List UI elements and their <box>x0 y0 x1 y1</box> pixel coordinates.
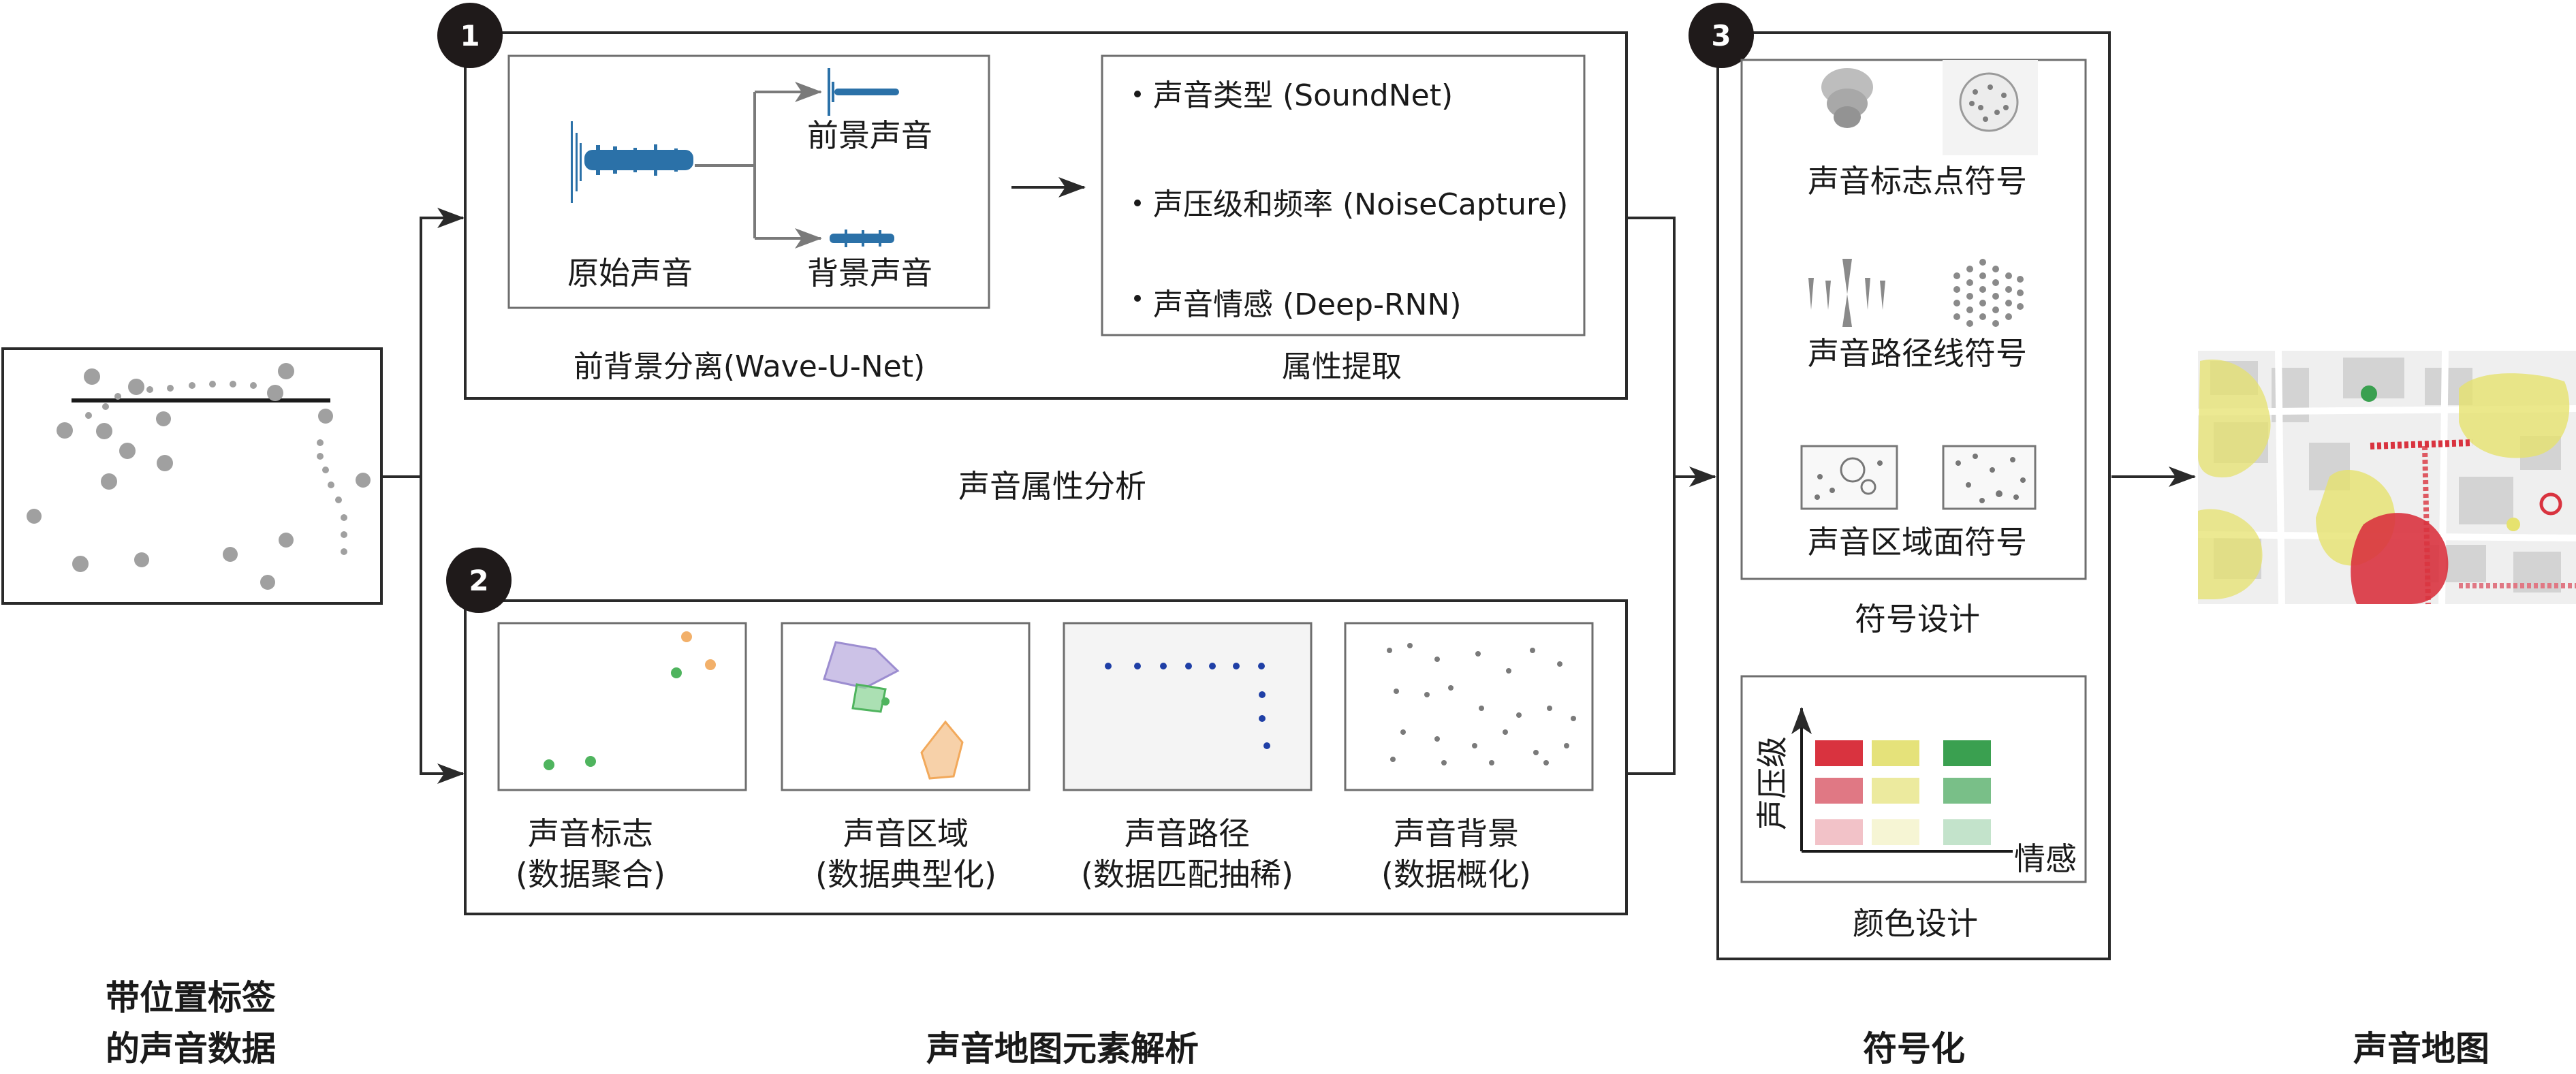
color-swatch-grid <box>1815 740 1991 845</box>
attribute-item-2: 声压级和频率 (NoiseCapture) <box>1153 187 1568 222</box>
input-data-box <box>1 347 383 605</box>
color-swatch <box>1943 778 1991 804</box>
landmark-thumbnail <box>497 622 747 791</box>
separation-caption: 前背景分离(Wave-U-Net) <box>574 349 925 384</box>
color-swatch <box>1872 740 1919 766</box>
element-title-4: 声音背景 <box>1394 815 1519 852</box>
attribute-caption: 属性提取 <box>1282 349 1402 384</box>
symbol-design-caption: 符号设计 <box>1855 601 1980 637</box>
attribute-item-1: 声音类型 (SoundNet) <box>1153 78 1453 113</box>
element-sub-3: (数据匹配抽稀) <box>1081 856 1293 893</box>
step-badge-2 <box>446 548 512 613</box>
stage-label-input-line2: 的声音数据 <box>106 1029 276 1069</box>
element-sub-4: (数据概化) <box>1381 856 1531 893</box>
step-badge-3 <box>1688 3 1754 68</box>
original-waveform <box>571 121 693 203</box>
original-sound-label: 原始声音 <box>567 255 693 291</box>
stage-label-sound-map: 声音地图 <box>2353 1029 2489 1069</box>
attribute-item-3: 声音情感 (Deep-RNN) <box>1153 287 1462 322</box>
symbol-design-box <box>1740 59 2087 580</box>
color-x-axis-label: 情感 <box>2014 840 2077 877</box>
sound-map-image <box>2197 350 2576 605</box>
panel-element-parsing: 2 声音标志 (数据聚合) 声音区域 (数据典型化) 声音路径 (数据匹配抽稀) <box>446 548 1628 915</box>
step-number-2: 2 <box>469 564 488 597</box>
element-title-3: 声音路径 <box>1125 815 1250 852</box>
line-symbol-icons <box>1808 259 2024 327</box>
step-badge-1 <box>437 3 503 68</box>
color-swatch <box>1815 740 1863 766</box>
background-waveform <box>830 230 894 247</box>
area-thumbnail <box>781 622 1031 791</box>
panel-attribute-analysis: 1 原始声音 前景声音 背景声音 前背景分离(Wave-U-Ne <box>437 3 1628 400</box>
color-swatch <box>1943 819 1991 845</box>
symbol-label-area: 声音区域面符号 <box>1808 524 2027 560</box>
color-swatch <box>1815 778 1863 804</box>
element-sub-1: (数据聚合) <box>516 856 665 893</box>
background-sound-label: 背景声音 <box>807 255 932 291</box>
stage-label-analysis: 声音地图元素解析 <box>926 1029 1199 1069</box>
element-title-2: 声音区域 <box>843 815 969 852</box>
symbol-label-line: 声音路径线符号 <box>1808 335 2027 372</box>
element-title-1: 声音标志 <box>528 815 653 852</box>
step-number-1: 1 <box>460 19 480 52</box>
foreground-waveform <box>828 68 899 116</box>
stage-label-input-line1: 带位置标签 <box>106 978 276 1017</box>
foreground-sound-label: 前景声音 <box>807 117 932 154</box>
color-y-axis-label: 声压级 <box>1754 736 1791 830</box>
separation-box <box>507 54 990 309</box>
color-swatch <box>1872 778 1919 804</box>
input-branch-connector <box>383 208 465 784</box>
background-thumbnail <box>1344 622 1594 791</box>
area-symbol-icons <box>1800 445 2037 510</box>
step-number-3: 3 <box>1711 19 1731 52</box>
path-thumbnail <box>1063 622 1313 791</box>
color-design-caption: 颜色设计 <box>1853 905 1978 942</box>
color-swatch <box>1943 740 1991 766</box>
color-swatch <box>1815 819 1863 845</box>
color-design-box <box>1740 675 2087 883</box>
panel-symbolization: 3 声音标志点符号 <box>1688 3 2111 960</box>
element-sub-2: (数据典型化) <box>815 856 996 893</box>
merge-connector <box>1627 217 1716 775</box>
point-symbol-icons <box>1821 60 2038 155</box>
color-swatch <box>1872 819 1919 845</box>
stage-label-symbolization: 符号化 <box>1863 1029 1965 1069</box>
attribute-box <box>1101 54 1586 336</box>
input-points <box>27 363 371 590</box>
symbol-label-point: 声音标志点符号 <box>1808 163 2027 200</box>
sound-attribute-analysis-label: 声音属性分析 <box>958 468 1146 505</box>
